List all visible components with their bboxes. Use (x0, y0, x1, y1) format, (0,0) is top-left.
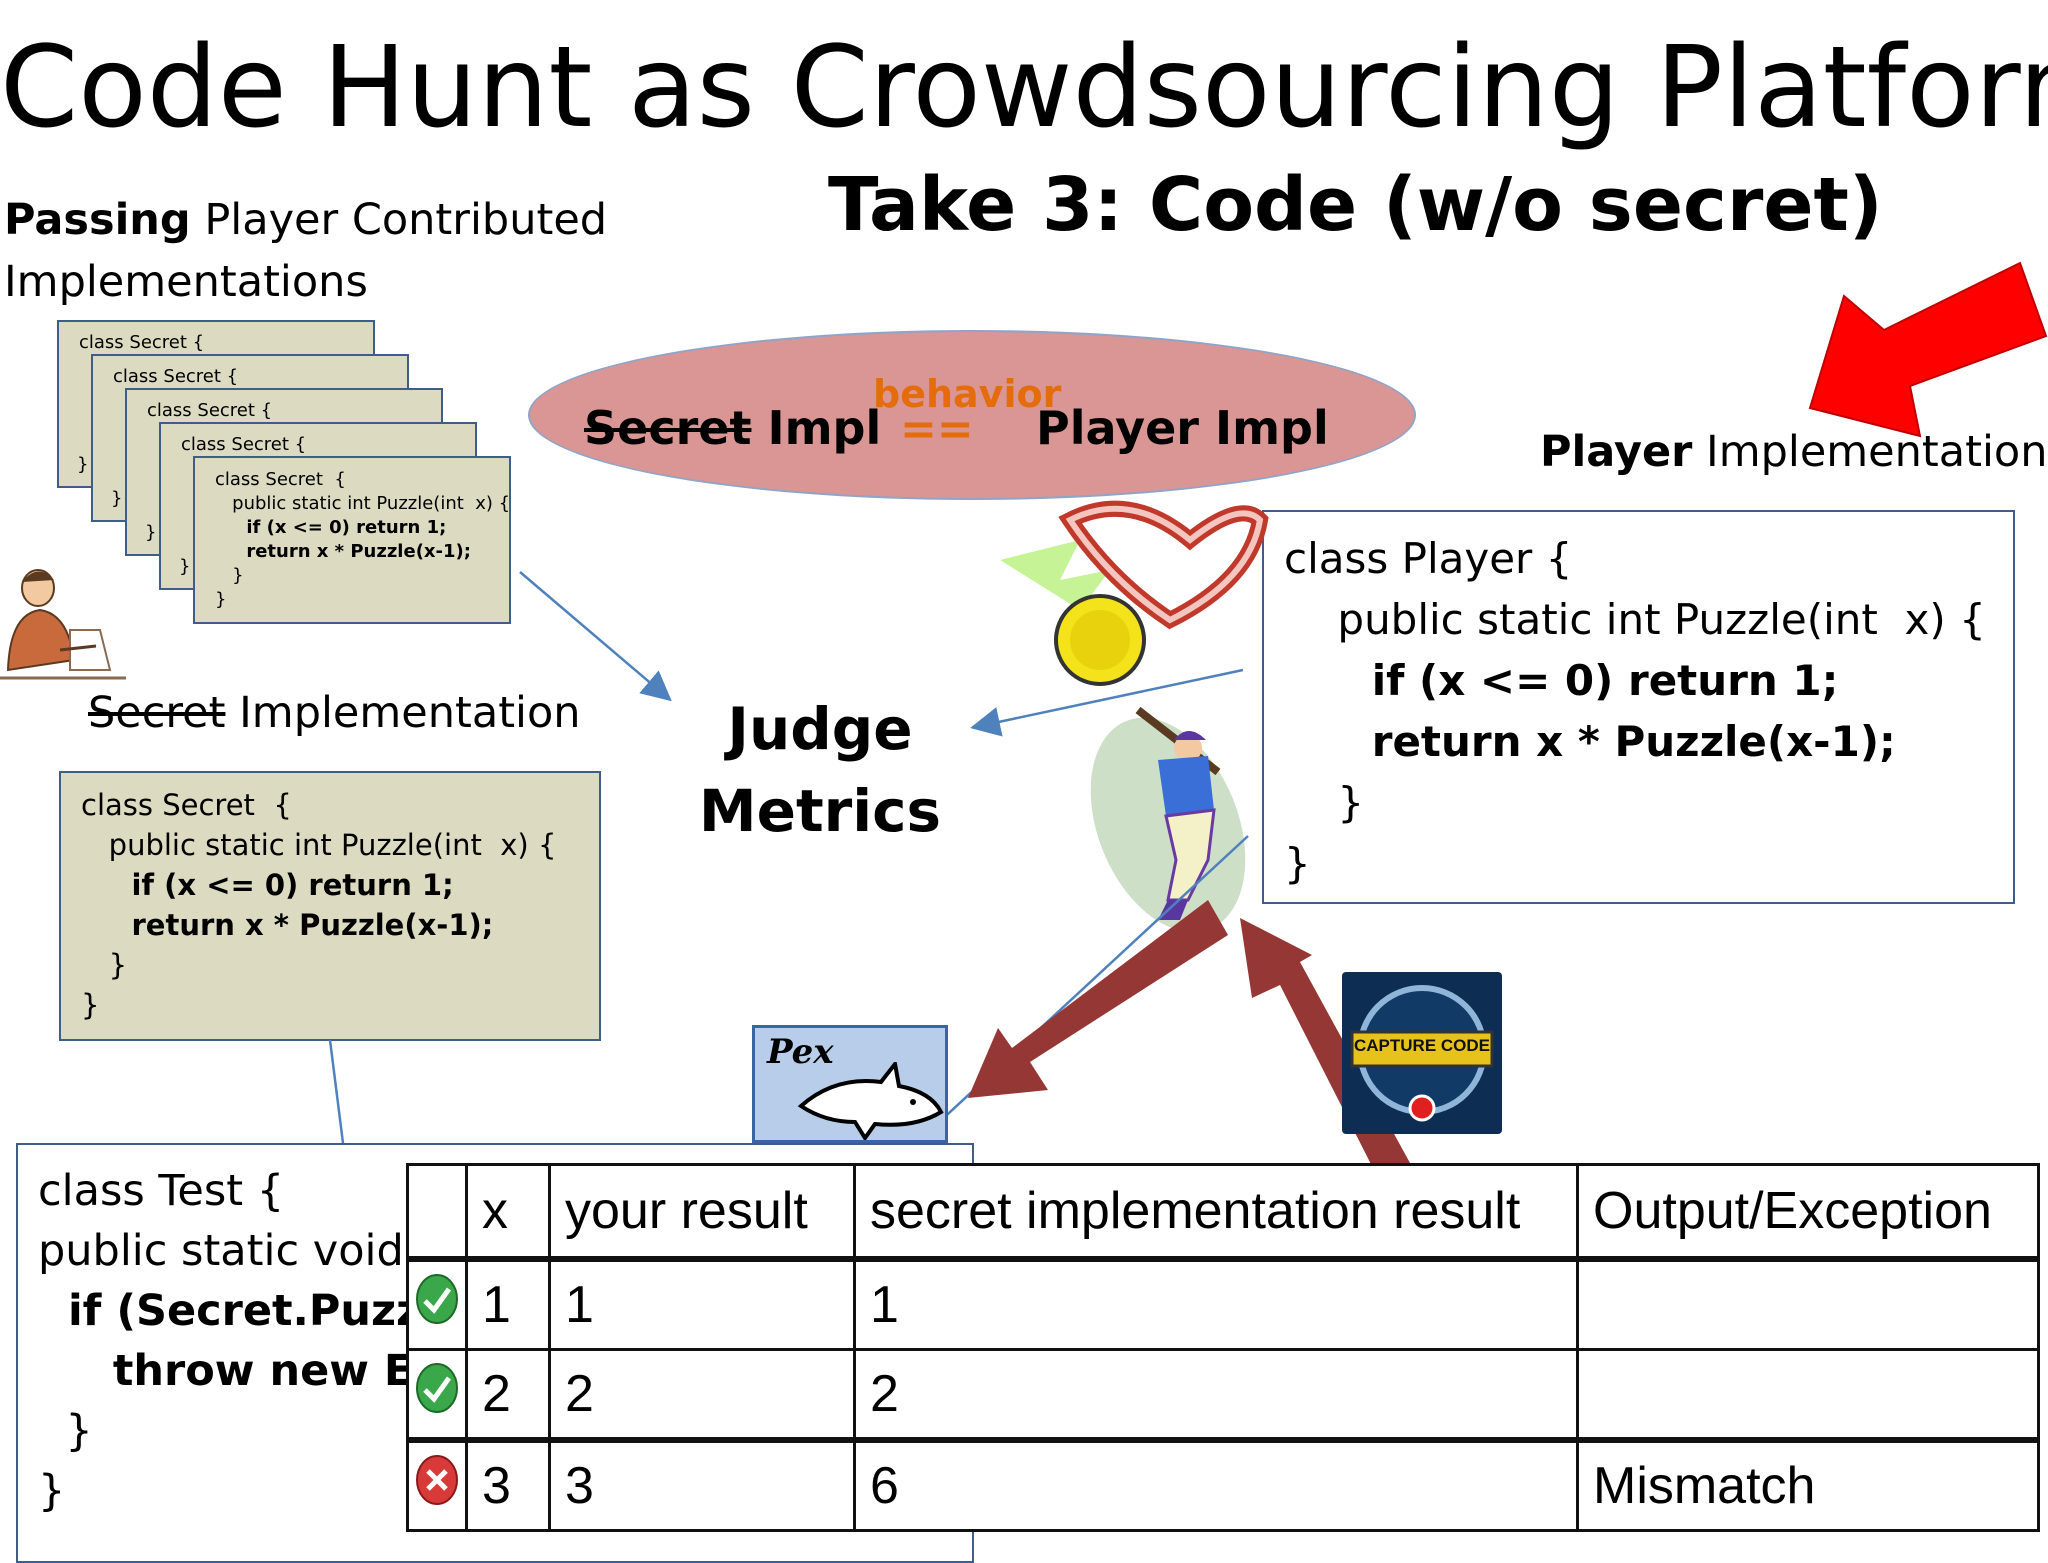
player-line-1: class Player { (1284, 534, 1573, 583)
ellipse-left-rest: Impl (751, 401, 882, 455)
status-cell (406, 1257, 468, 1351)
secret-line-6: } (81, 988, 100, 1022)
passing-caption: Passing Player Contributed (4, 190, 607, 250)
stacked-card-4-close: } (179, 556, 191, 577)
front-line-6: } (215, 589, 227, 610)
secret-caption-rest: Implementation (225, 688, 581, 738)
status-cell (406, 1437, 468, 1532)
player-caption-rest: Implementation (1692, 427, 2048, 477)
equivalence-operator: == (900, 404, 974, 455)
passing-caption-rest: Player Contributed (190, 195, 608, 245)
x-cell: 1 (465, 1257, 551, 1351)
status-cell (406, 1348, 468, 1442)
pex-logo: Pex (752, 1025, 948, 1143)
test-line-2: public static void (38, 1226, 404, 1276)
stacked-card-4-header: class Secret { (181, 434, 307, 455)
capture-label: CAPTURE CODE (1354, 1036, 1491, 1055)
header-output: Output/Exception (1576, 1163, 2040, 1262)
table-row: 3 3 6 Mismatch (406, 1437, 2040, 1532)
test-line-5: } (38, 1406, 93, 1456)
header-status (406, 1163, 468, 1262)
slide-title: Code Hunt as Crowdsourcing Platform (0, 23, 2048, 153)
stacked-card-3-close: } (145, 522, 157, 543)
secret-line-2: public static int Puzzle(int x) { (81, 828, 557, 862)
secret-line-5: } (81, 948, 128, 982)
table-row: 1 1 1 (406, 1257, 2040, 1351)
front-line-2: public static int Puzzle(int x) { (215, 493, 511, 514)
red-arrow-icon (1808, 261, 2048, 438)
medal-icon (1000, 500, 1269, 686)
player-line-5: } (1284, 778, 1365, 827)
slide-subtitle: Take 3: Code (w/o secret) (828, 162, 1883, 248)
check-icon (416, 1362, 458, 1413)
behavior-label: behavior (873, 372, 1062, 416)
judge-line-1: Judge (727, 695, 913, 763)
capture-code-logo: CAPTURE CODE (1342, 972, 1502, 1134)
front-line-3: if (x <= 0) return 1; (215, 517, 447, 538)
player-line-3: if (x <= 0) return 1; (1284, 656, 1839, 705)
results-header-row: x your result secret implementation resu… (406, 1163, 2040, 1262)
x-cell: 2 (465, 1348, 551, 1442)
passing-caption-bold: Passing (4, 195, 191, 245)
judge-metrics: Judge Metrics (690, 688, 950, 852)
your-result-cell: 1 (548, 1257, 856, 1351)
baseball-player-icon (1090, 706, 1246, 933)
ellipse-left-strike: Secret (584, 401, 752, 455)
ellipse-right: Player Impl (1036, 401, 1329, 455)
player-line-6: } (1284, 839, 1311, 888)
capture-dial-icon (1350, 985, 1494, 1122)
x-cell: 3 (465, 1437, 551, 1532)
output-cell (1576, 1257, 2040, 1351)
stacked-card-2-header: class Secret { (113, 366, 239, 387)
secret-line-1: class Secret { (81, 788, 292, 822)
player-line-4: return x * Puzzle(x-1); (1284, 717, 1896, 766)
player-code-box: class Player { public static int Puzzle(… (1262, 510, 2015, 904)
secret-code-box: class Secret { public static int Puzzle(… (59, 771, 601, 1041)
header-x: x (465, 1163, 551, 1262)
your-result-cell: 3 (548, 1437, 856, 1532)
player-caption: Player Implementation (1540, 422, 2047, 482)
secret-result-cell: 6 (853, 1437, 1579, 1532)
person-at-computer-icon (0, 569, 126, 680)
judge-line-2: Metrics (698, 777, 942, 845)
front-line-4: return x * Puzzle(x-1); (215, 541, 471, 562)
secret-line-3: if (x <= 0) return 1; (81, 868, 454, 902)
equivalence-ellipse (528, 330, 1416, 500)
output-cell (1576, 1348, 2040, 1442)
stacked-card-2-close: } (111, 488, 123, 509)
player-caption-bold: Player (1540, 427, 1693, 477)
pex-label: Pex (767, 1032, 834, 1072)
ellipse-left: Secret Impl (584, 400, 881, 456)
pex-arrow (968, 900, 1228, 1098)
table-row: 2 2 2 (406, 1348, 2040, 1442)
secret-caption: Secret Implementation (88, 683, 581, 743)
front-line-5: } (215, 565, 244, 586)
secret-result-cell: 1 (853, 1257, 1579, 1351)
your-result-cell: 2 (548, 1348, 856, 1442)
stacked-card-front: class Secret { public static int Puzzle(… (193, 456, 511, 624)
passing-caption-line2: Implementations (4, 257, 368, 307)
player-line-2: public static int Puzzle(int x) { (1284, 595, 1986, 644)
shark-icon (797, 1062, 944, 1140)
secret-caption-strike: Secret (88, 688, 226, 738)
stacked-card-3-header: class Secret { (147, 400, 273, 421)
secret-result-cell: 2 (853, 1348, 1579, 1442)
test-line-6: } (38, 1466, 66, 1516)
check-icon (416, 1273, 458, 1324)
test-line-1: class Test { (38, 1166, 285, 1216)
header-your-result: your result (548, 1163, 856, 1262)
output-cell: Mismatch (1576, 1437, 2040, 1532)
results-table: x your result secret implementation resu… (406, 1163, 2040, 1532)
stacked-card-1-header: class Secret { (79, 332, 205, 353)
stacked-card-1-close: } (77, 454, 89, 475)
front-line-1: class Secret { (215, 469, 346, 490)
header-secret-result: secret implementation result (853, 1163, 1579, 1262)
secret-line-4: return x * Puzzle(x-1); (81, 908, 494, 942)
error-icon (416, 1454, 458, 1505)
